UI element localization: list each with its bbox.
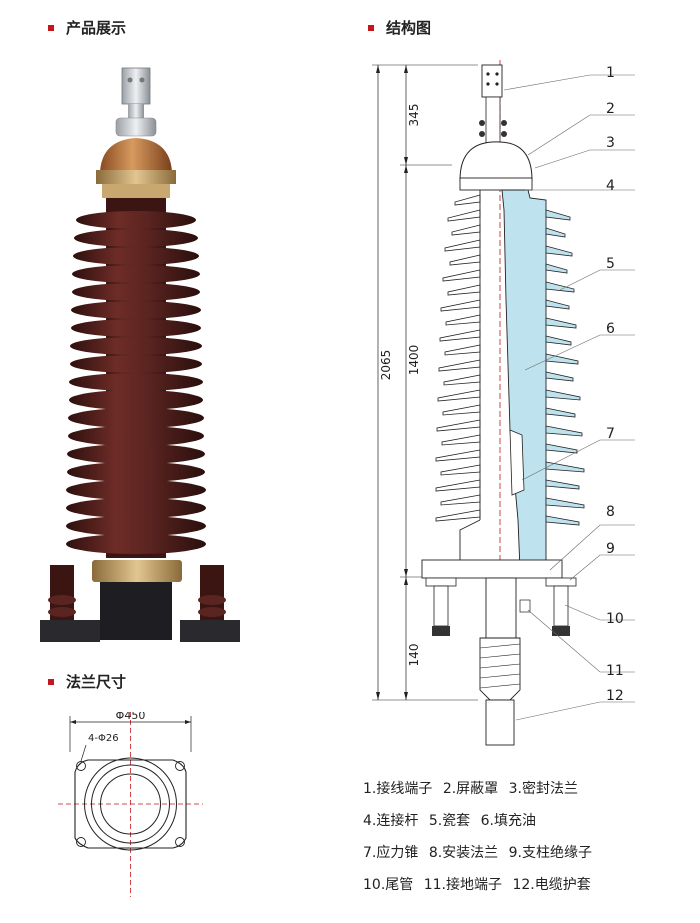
flange-holes-label: 4-Φ26 (88, 733, 119, 744)
legend-item: 9.支柱绝缘子 (508, 845, 592, 861)
dim-top-label: 345 (407, 104, 421, 127)
legend-row: 4.连接杆 5.瓷套 6.填充油 (363, 807, 598, 839)
dim-bottom-label: 140 (407, 644, 421, 667)
legend-item: 2.屏蔽罩 (442, 781, 499, 797)
callout-number: 12 (606, 688, 624, 704)
callout-number: 8 (606, 504, 615, 520)
callout-number: 3 (606, 135, 615, 151)
flange-drawing: Φ450 4-Φ26 (58, 712, 203, 897)
parts-legend: 1.接线端子 2.屏蔽罩 3.密封法兰 4.连接杆 5.瓷套 6.填充油 7.应… (363, 775, 598, 903)
legend-item: 12.电缆护套 (512, 877, 591, 893)
dim-total-label: 2065 (379, 350, 393, 381)
legend-item: 10.尾管 (363, 877, 414, 893)
legend-item: 11.接地端子 (423, 877, 502, 893)
callout-number: 4 (606, 178, 615, 194)
product-photo (40, 67, 240, 642)
section-title-product: 产品展示 (48, 17, 126, 38)
callout-number: 11 (606, 663, 624, 679)
section-label: 法兰尺寸 (66, 673, 127, 691)
legend-item: 6.填充油 (480, 813, 536, 829)
callout-number: 9 (606, 541, 615, 557)
section-marker (48, 678, 54, 685)
section-title-structure: 结构图 (368, 17, 431, 38)
legend-item: 5.瓷套 (428, 813, 471, 829)
dim-middle-label: 1400 (407, 345, 421, 376)
section-title-flange: 法兰尺寸 (48, 671, 126, 692)
section-marker (48, 24, 54, 31)
flange-diameter-label: Φ450 (116, 712, 146, 722)
callout-number: 2 (606, 101, 615, 117)
legend-item: 7.应力锥 (363, 845, 419, 861)
legend-row: 1.接线端子 2.屏蔽罩 3.密封法兰 (363, 775, 598, 807)
legend-item: 1.接线端子 (363, 781, 433, 797)
callout-number: 10 (606, 611, 624, 627)
callout-number: 5 (606, 256, 615, 272)
callout-number: 7 (606, 426, 615, 442)
structure-diagram: 2065 345 1400 140 (372, 60, 635, 746)
section-label: 产品展示 (66, 19, 127, 37)
legend-row: 7.应力锥 8.安装法兰 9.支柱绝缘子 (363, 839, 598, 871)
callout-number: 1 (606, 65, 615, 81)
section-label: 结构图 (386, 19, 432, 37)
legend-row: 10.尾管 11.接地端子 12.电缆护套 (363, 871, 598, 903)
section-marker (368, 24, 374, 31)
legend-item: 3.密封法兰 (508, 781, 578, 797)
legend-item: 4.连接杆 (363, 813, 419, 829)
legend-item: 8.安装法兰 (428, 845, 499, 861)
callout-number: 6 (606, 321, 615, 337)
